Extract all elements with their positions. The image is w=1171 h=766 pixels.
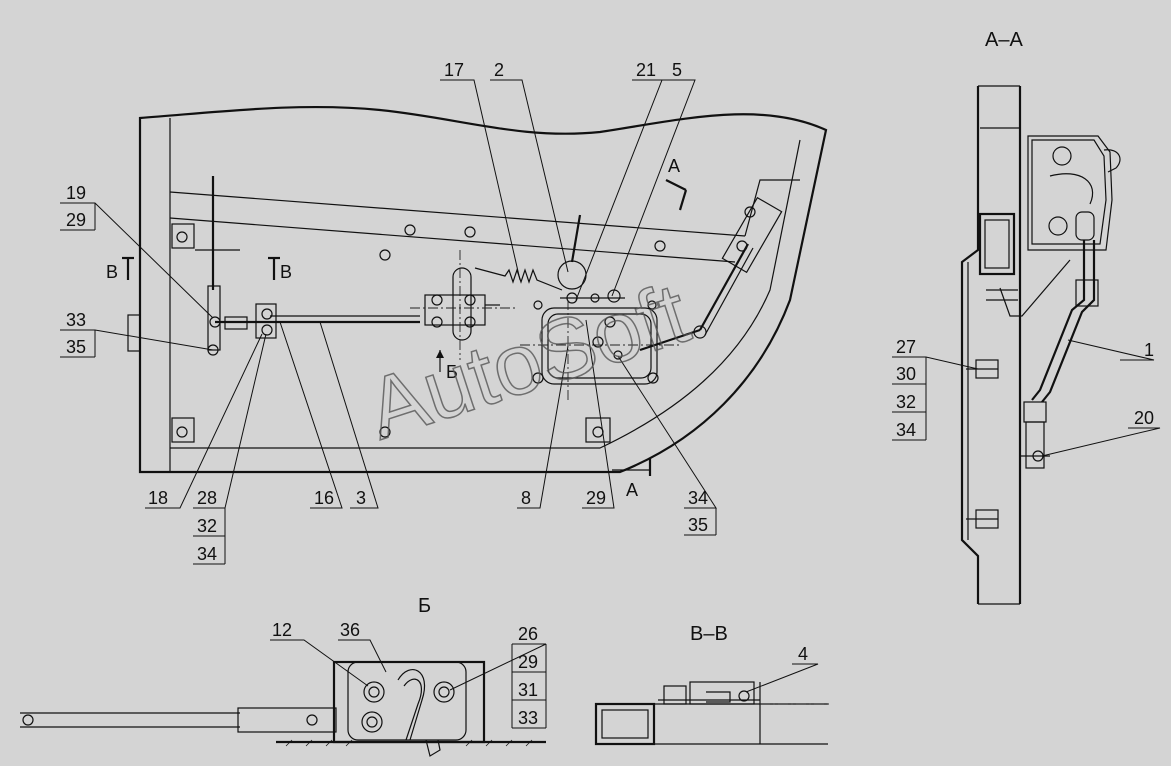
- section-title-aa: A–A: [985, 29, 1023, 51]
- callout-29b: 29: [586, 488, 606, 508]
- callout-12: 12: [272, 620, 292, 640]
- callout-5: 5: [672, 60, 682, 80]
- callout-8: 8: [521, 488, 531, 508]
- section-a-a: A–A: [892, 29, 1161, 605]
- section-v-v: B–B 4: [594, 623, 830, 746]
- view-title-b: Б: [418, 595, 431, 617]
- callout-2: 2: [494, 60, 504, 80]
- view-mark-b-arrow: Б: [446, 362, 458, 382]
- callout-32-aa: 32: [896, 392, 916, 412]
- callout-26: 26: [518, 624, 538, 644]
- callout-21: 21: [636, 60, 656, 80]
- callout-30: 30: [896, 364, 916, 384]
- callout-35: 35: [66, 337, 86, 357]
- section-mark-b-right: B: [280, 262, 292, 282]
- callout-17: 17: [444, 60, 464, 80]
- callout-29-vb: 29: [518, 652, 538, 672]
- callout-34-aa: 34: [896, 420, 916, 440]
- callout-3: 3: [356, 488, 366, 508]
- main-view: 17 2 21 5 19 29 33 35 18 28 32 34 16 3 8…: [60, 60, 828, 565]
- callout-33-vb: 33: [518, 708, 538, 728]
- callout-34: 34: [197, 544, 217, 564]
- callout-16: 16: [314, 488, 334, 508]
- watermark: AutoSoft: [356, 265, 700, 458]
- callout-18: 18: [148, 488, 168, 508]
- callout-20: 20: [1134, 408, 1154, 428]
- callout-19: 19: [66, 183, 86, 203]
- section-title-vv: B–B: [690, 623, 728, 645]
- section-mark-a-bottom: A: [626, 480, 638, 500]
- callout-29: 29: [66, 210, 86, 230]
- callout-28: 28: [197, 488, 217, 508]
- callout-33: 33: [66, 310, 86, 330]
- callout-4: 4: [798, 644, 808, 664]
- callout-31: 31: [518, 680, 538, 700]
- callout-32: 32: [197, 516, 217, 536]
- callout-34b: 34: [688, 488, 708, 508]
- callout-36: 36: [340, 620, 360, 640]
- callout-27: 27: [896, 337, 916, 357]
- section-mark-a-top: A: [668, 156, 680, 176]
- section-mark-b-left: B: [106, 262, 118, 282]
- callout-35b: 35: [688, 515, 708, 535]
- view-b: Б: [20, 595, 547, 757]
- callout-1: 1: [1144, 340, 1154, 360]
